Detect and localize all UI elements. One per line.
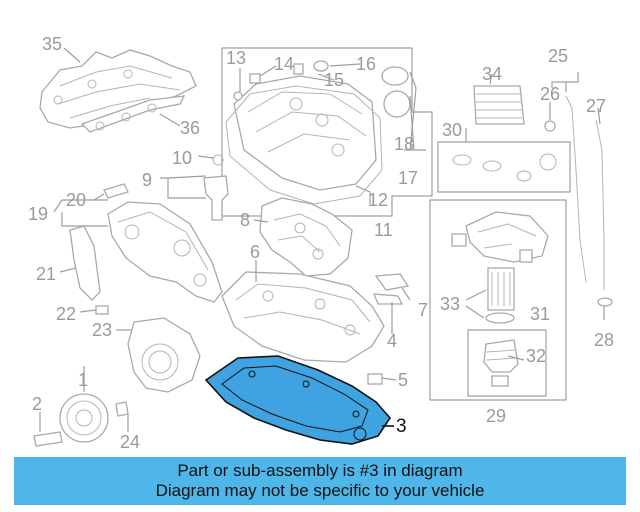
banner-line-1: Part or sub-assembly is #3 in diagram bbox=[177, 461, 463, 480]
callout-labels: 1 2 3 4 5 6 7 8 9 10 11 12 13 14 15 16 1… bbox=[28, 34, 614, 452]
part-timing-cover bbox=[107, 201, 223, 303]
valve-cover-group bbox=[221, 47, 433, 217]
callout-29: 29 bbox=[486, 406, 506, 426]
callout-34: 34 bbox=[482, 64, 502, 84]
callout-12: 12 bbox=[368, 190, 388, 210]
callout-27: 27 bbox=[586, 96, 606, 116]
callout-10: 10 bbox=[172, 148, 192, 168]
callout-4: 4 bbox=[387, 331, 397, 351]
part-chain-guide bbox=[69, 225, 101, 301]
callout-9: 9 bbox=[142, 170, 152, 190]
callout-32: 32 bbox=[526, 346, 546, 366]
oil-filter-group bbox=[429, 199, 567, 401]
banner-line-2: Diagram may not be specific to your vehi… bbox=[155, 481, 485, 500]
callout-33: 33 bbox=[440, 294, 460, 314]
leader-lines bbox=[39, 47, 605, 432]
callout-23: 23 bbox=[92, 320, 112, 340]
callout-18: 18 bbox=[394, 134, 414, 154]
part-bracket-7 bbox=[373, 273, 410, 305]
callout-11: 11 bbox=[374, 220, 393, 240]
callout-7: 7 bbox=[418, 300, 428, 320]
part-3-oil-pan-highlighted bbox=[204, 355, 392, 445]
callout-25: 25 bbox=[548, 46, 568, 66]
callout-35: 35 bbox=[42, 34, 62, 54]
callout-5: 5 bbox=[398, 370, 408, 390]
callout-1: 1 bbox=[78, 370, 88, 390]
callout-17: 17 bbox=[398, 168, 418, 188]
callout-14: 14 bbox=[274, 54, 294, 74]
callout-28: 28 bbox=[594, 330, 614, 350]
callout-20: 20 bbox=[66, 190, 86, 210]
callout-22: 22 bbox=[56, 304, 76, 324]
info-banner: Part or sub-assembly is #3 in diagram Di… bbox=[14, 457, 626, 505]
part-breather bbox=[203, 154, 229, 221]
callout-15: 15 bbox=[324, 70, 344, 90]
highlight-fill bbox=[204, 355, 392, 445]
callout-36: 36 bbox=[180, 118, 200, 138]
part-bolt-22 bbox=[95, 305, 109, 315]
callout-31: 31 bbox=[530, 304, 550, 324]
part-upper-oil-pan bbox=[221, 271, 385, 363]
part-oil-cooler bbox=[437, 85, 571, 193]
part-plug-5 bbox=[367, 373, 383, 385]
callout-21: 21 bbox=[36, 264, 56, 284]
part-dipstick bbox=[544, 95, 613, 307]
callout-2: 2 bbox=[32, 394, 42, 414]
part-lower-cover bbox=[127, 317, 201, 393]
callout-8: 8 bbox=[240, 210, 250, 230]
part-bracket-20 bbox=[103, 183, 129, 199]
callout-16: 16 bbox=[356, 54, 376, 74]
callout-26: 26 bbox=[540, 84, 560, 104]
part-oil-filter-housing bbox=[259, 197, 353, 277]
callout-24: 24 bbox=[120, 432, 140, 452]
callout-30: 30 bbox=[442, 120, 462, 140]
parts-diagram: 1 2 3 4 5 6 7 8 9 10 11 12 13 14 15 16 1… bbox=[28, 34, 614, 452]
callout-6: 6 bbox=[250, 242, 260, 262]
callout-13: 13 bbox=[226, 48, 246, 68]
part-intake-gasket bbox=[80, 95, 186, 133]
part-crank-pulley bbox=[33, 393, 129, 447]
callout-3: 3 bbox=[396, 416, 407, 437]
callout-19: 19 bbox=[28, 204, 48, 224]
part-intake-manifold bbox=[39, 49, 197, 129]
